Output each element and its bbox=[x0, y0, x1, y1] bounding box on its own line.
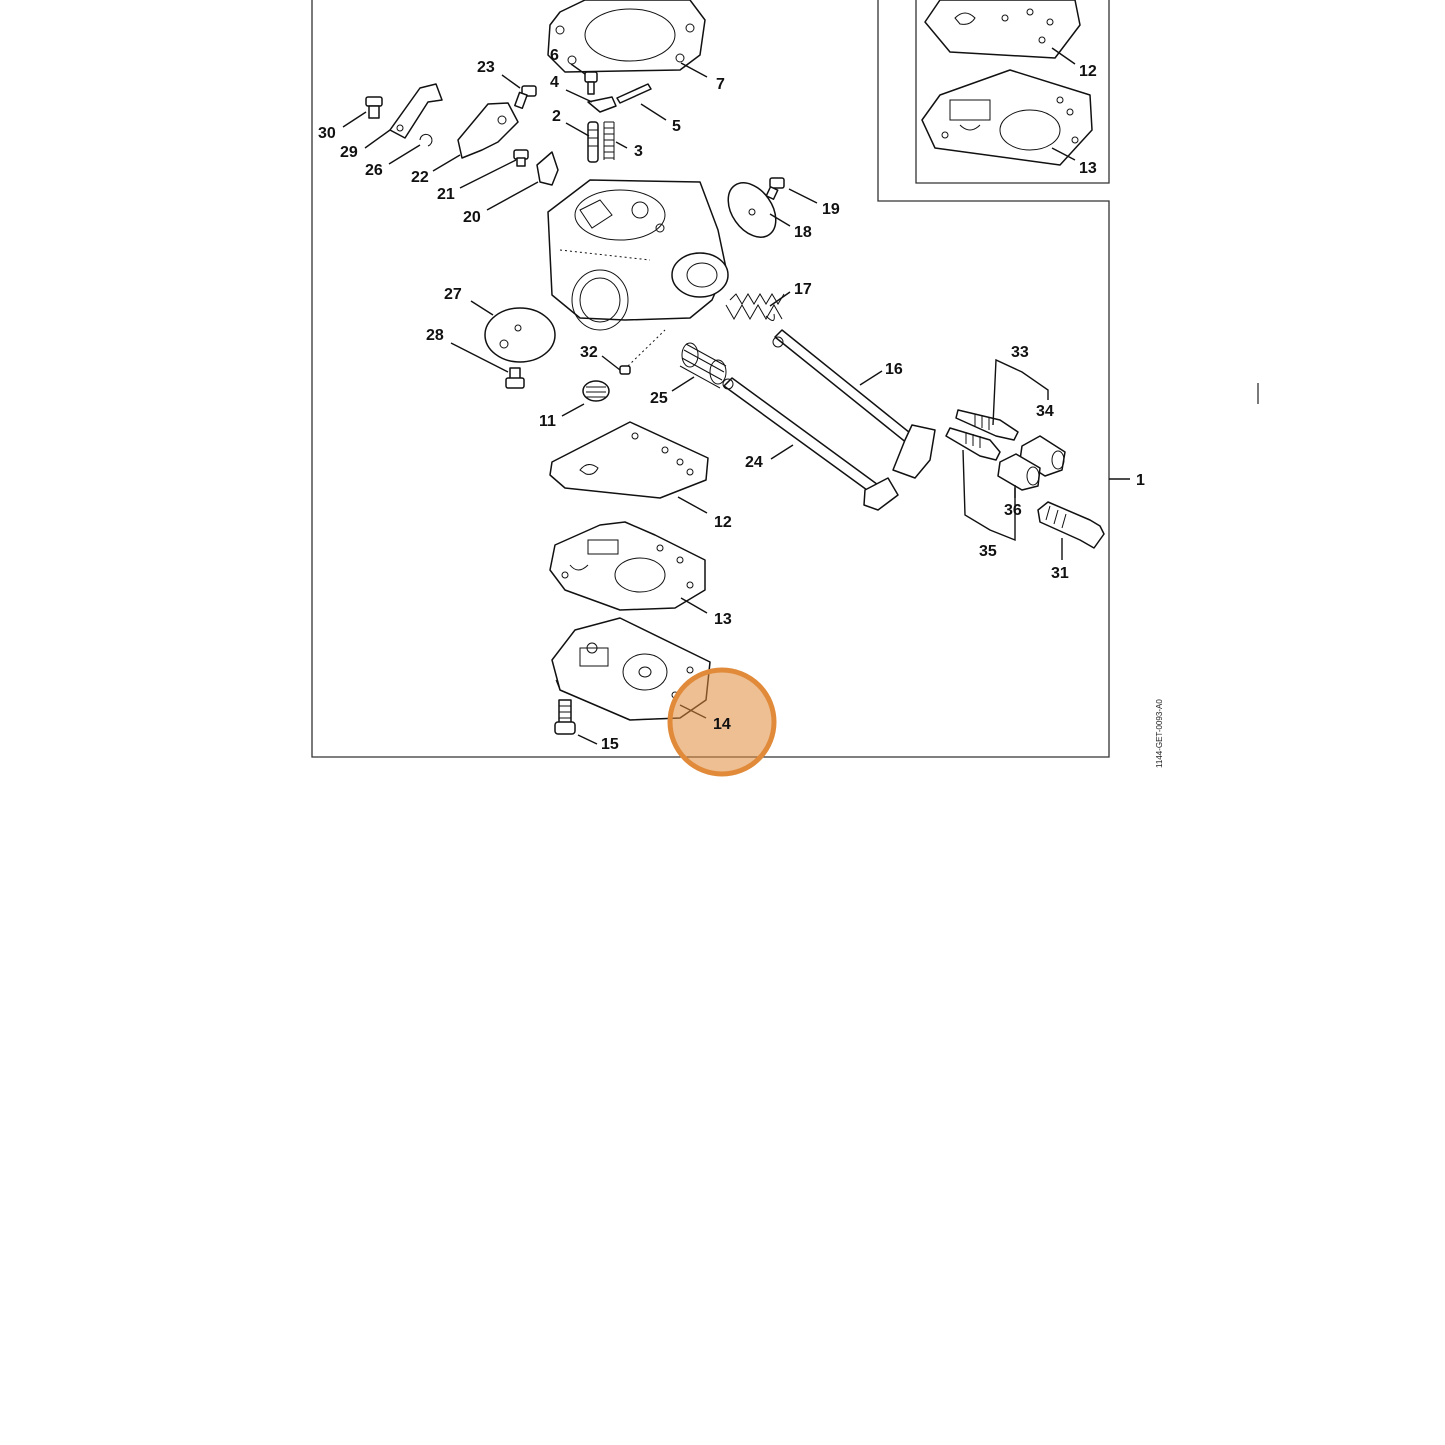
part-14-cover bbox=[551, 617, 711, 721]
part-27-diaphragm bbox=[484, 307, 556, 363]
callout-16: 16 bbox=[885, 361, 903, 378]
part-23-screw bbox=[514, 85, 537, 110]
callout-13-inset: 13 bbox=[1079, 160, 1097, 177]
callout-12-inset: 12 bbox=[1079, 63, 1097, 80]
part-19-screw bbox=[765, 177, 785, 200]
callout-34: 34 bbox=[1036, 403, 1054, 420]
part-12-inset-gasket bbox=[924, 0, 1081, 59]
part-25-spring bbox=[679, 342, 727, 389]
part-28-screw bbox=[505, 367, 525, 389]
callout-19: 19 bbox=[822, 201, 840, 218]
part-12-gasket bbox=[549, 421, 709, 499]
part-22-lever bbox=[457, 102, 519, 159]
callout-35: 35 bbox=[979, 543, 997, 560]
diagram-frames bbox=[311, 0, 1259, 758]
callout-32: 32 bbox=[580, 344, 598, 361]
part-11-screen bbox=[582, 380, 610, 402]
callout-11: 11 bbox=[539, 413, 556, 430]
part-31-screw bbox=[1037, 501, 1105, 549]
callout-28: 28 bbox=[426, 327, 444, 344]
callout-labels: 1 2 3 4 5 6 7 11 12 12 13 13 14 15 16 17… bbox=[318, 47, 1145, 753]
callout-14[interactable]: 14 bbox=[713, 716, 731, 733]
callout-23: 23 bbox=[477, 59, 495, 76]
callout-27: 27 bbox=[444, 286, 462, 303]
part-7-gasket bbox=[547, 0, 706, 73]
part-2-needle bbox=[587, 121, 599, 163]
leader-lines bbox=[342, 47, 1076, 745]
callout-22: 22 bbox=[411, 169, 429, 186]
callout-25: 25 bbox=[650, 390, 668, 407]
part-18-cover bbox=[727, 182, 777, 238]
callout-5: 5 bbox=[672, 118, 681, 135]
callout-20: 20 bbox=[463, 209, 481, 226]
callout-26: 26 bbox=[365, 162, 383, 179]
part-32-dowel bbox=[619, 329, 666, 375]
callout-33: 33 bbox=[1011, 344, 1029, 361]
callout-1: 1 bbox=[1136, 472, 1145, 489]
callout-24: 24 bbox=[745, 454, 763, 471]
part-4-lever bbox=[587, 96, 617, 113]
callout-17: 17 bbox=[794, 281, 812, 298]
callout-6: 6 bbox=[550, 47, 559, 64]
part-3-spring bbox=[603, 121, 615, 160]
callout-30: 30 bbox=[318, 125, 336, 142]
part-26-clip bbox=[419, 133, 433, 147]
part-17-spring bbox=[725, 293, 785, 321]
callout-7: 7 bbox=[716, 76, 725, 93]
part-6-screw bbox=[584, 71, 598, 95]
callout-12: 12 bbox=[714, 514, 732, 531]
callout-2: 2 bbox=[552, 108, 561, 125]
part-20-bracket bbox=[536, 151, 559, 186]
part-13-inset-gasket bbox=[921, 69, 1093, 166]
carburetor-body bbox=[547, 179, 729, 331]
callout-36: 36 bbox=[1004, 502, 1022, 519]
drawing-code: 1144-GET-0093-A0 bbox=[1155, 699, 1164, 768]
part-29-lever bbox=[389, 83, 443, 139]
part-36-cap bbox=[997, 453, 1041, 491]
part-24-shaft bbox=[722, 377, 899, 511]
callout-13: 13 bbox=[714, 611, 732, 628]
highlight-marker[interactable] bbox=[667, 667, 777, 777]
callout-3: 3 bbox=[634, 143, 643, 160]
callout-18: 18 bbox=[794, 224, 812, 241]
part-21-screw bbox=[513, 149, 529, 167]
part-35-needle bbox=[945, 427, 1001, 461]
part-30-screw bbox=[365, 96, 383, 119]
callout-21: 21 bbox=[437, 186, 455, 203]
part-15-screw bbox=[554, 699, 576, 735]
part-33-needle bbox=[955, 409, 1019, 441]
part-13-gasket bbox=[549, 521, 706, 611]
callout-4: 4 bbox=[550, 74, 559, 91]
callout-31: 31 bbox=[1051, 565, 1069, 582]
callout-29: 29 bbox=[340, 144, 358, 161]
callout-15: 15 bbox=[601, 736, 619, 753]
part-5-pin bbox=[616, 83, 652, 104]
part-16-shaft bbox=[772, 329, 936, 479]
